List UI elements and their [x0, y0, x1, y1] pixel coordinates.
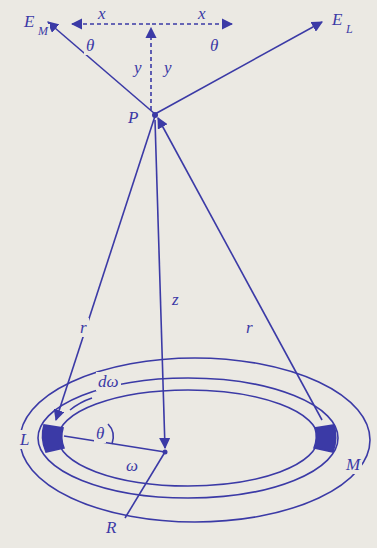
element-label: dω [96, 372, 121, 391]
element-label: L [18, 430, 31, 449]
angle-label: θ [208, 36, 220, 55]
field-symbol: E [22, 12, 36, 31]
subscript: L [344, 22, 355, 36]
field-symbol: E [330, 10, 344, 29]
element-label: M [344, 455, 362, 474]
angle-label: θ [94, 424, 106, 443]
angle-label: θ [84, 36, 96, 55]
subscript: M [36, 24, 50, 38]
axis-label: z [170, 290, 181, 309]
angle-label: ω [124, 456, 140, 475]
component-label: y [162, 58, 174, 77]
distance-label: r [244, 318, 255, 337]
distance-label: r [78, 318, 89, 337]
component-label: x [96, 4, 108, 23]
component-label: x [196, 4, 208, 23]
point-label: P [126, 108, 140, 127]
radius-label: R [104, 518, 118, 537]
component-label: y [132, 58, 144, 77]
